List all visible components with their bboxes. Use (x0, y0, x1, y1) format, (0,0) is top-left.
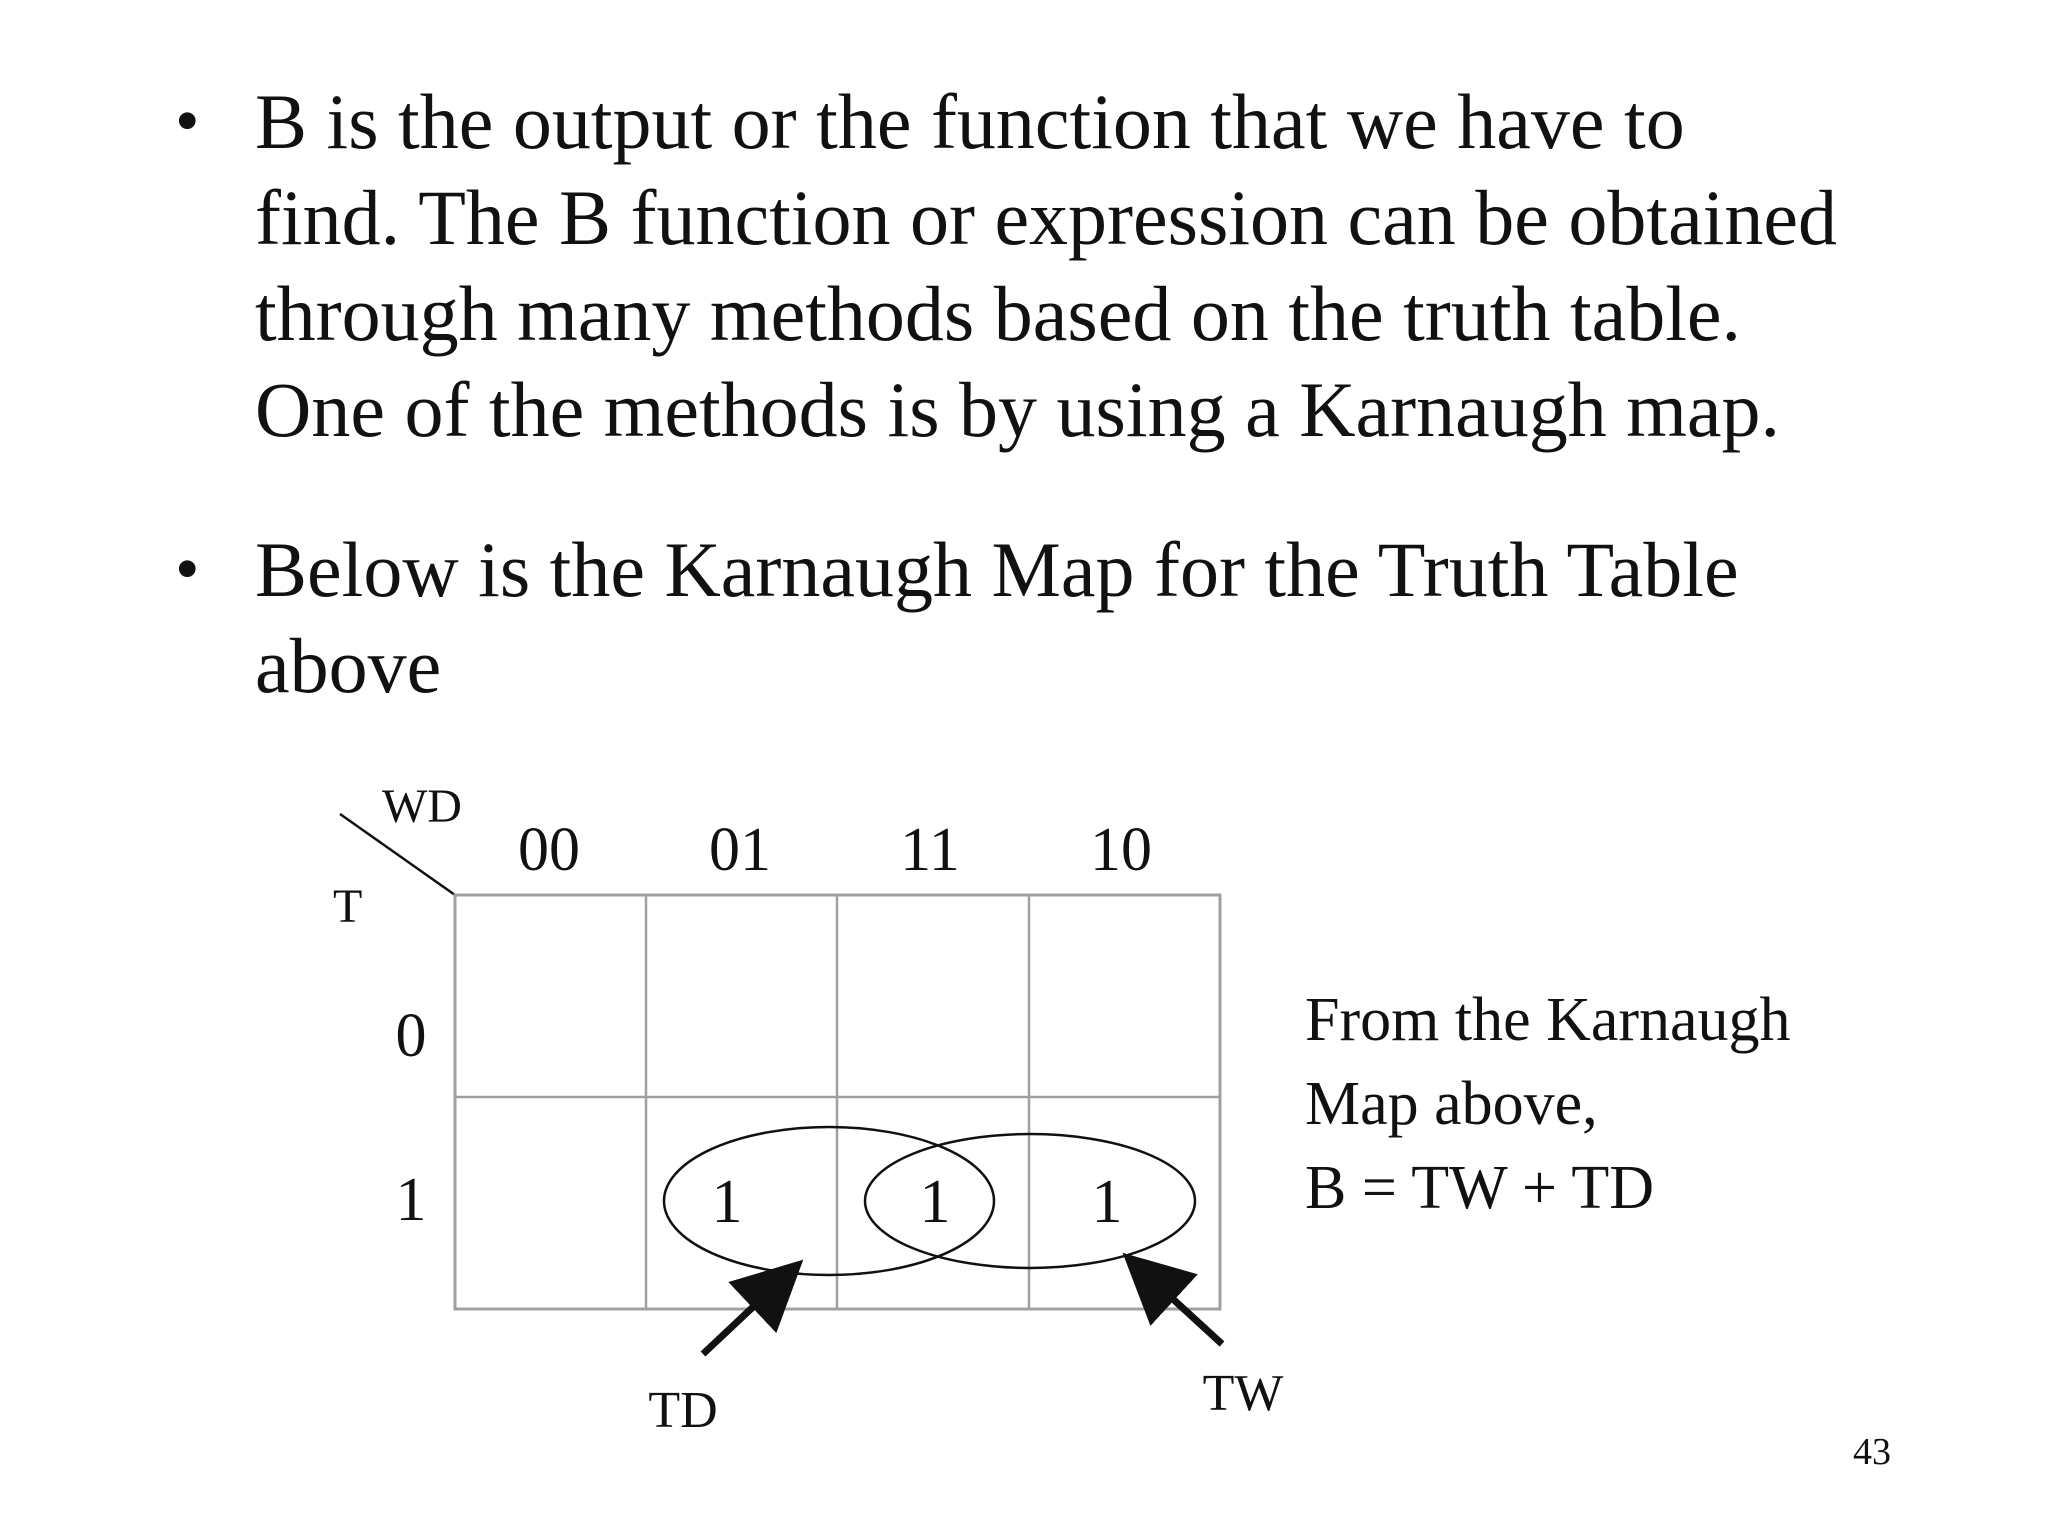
group-loop-tw (863, 1132, 1197, 1270)
page-number: 43 (1853, 1431, 1891, 1473)
row-variable-label: T (333, 880, 362, 933)
bullet-line: One of the methods is by using a Karnaug… (255, 366, 1781, 453)
column-header: 11 (900, 816, 960, 884)
group-arrow-td (700, 1259, 804, 1357)
bullet-line: through many methods based on the truth … (255, 270, 1742, 357)
bullet-line: find. The B function or expression can b… (255, 174, 1837, 261)
conclusion-line: B = TW + TD (1305, 1154, 1654, 1222)
map-cell: 1 (920, 1168, 951, 1236)
group-arrow-tw (1122, 1252, 1225, 1347)
corner-diagonal (339, 812, 456, 897)
bullet-line: above (255, 622, 442, 709)
group-label: TW (1203, 1365, 1284, 1422)
row-header: 0 (396, 1002, 427, 1070)
group-loop-td (662, 1125, 996, 1277)
column-header: 01 (709, 816, 771, 884)
conclusion-line: Map above, (1305, 1070, 1598, 1138)
group-label: TD (648, 1382, 717, 1439)
row-header: 1 (396, 1166, 427, 1234)
conclusion-text: From the Karnaugh Map above, B = TW + TD (1305, 978, 1791, 1230)
bullet-item: • B is the output or the function that w… (175, 74, 1955, 458)
map-cell: 1 (712, 1168, 743, 1236)
map-cell: 1 (1092, 1168, 1123, 1236)
bullet-marker: • (175, 531, 200, 608)
column-header: 00 (518, 816, 580, 884)
column-variable-label: WD (382, 780, 462, 833)
bullet-item: • Below is the Karnaugh Map for the Trut… (175, 522, 1955, 714)
conclusion-line: From the Karnaugh (1305, 986, 1791, 1054)
bullet-line: B is the output or the function that we … (255, 78, 1685, 165)
column-header: 10 (1090, 816, 1152, 884)
bullet-marker: • (175, 83, 200, 160)
bullet-line: Below is the Karnaugh Map for the Truth … (255, 526, 1739, 613)
